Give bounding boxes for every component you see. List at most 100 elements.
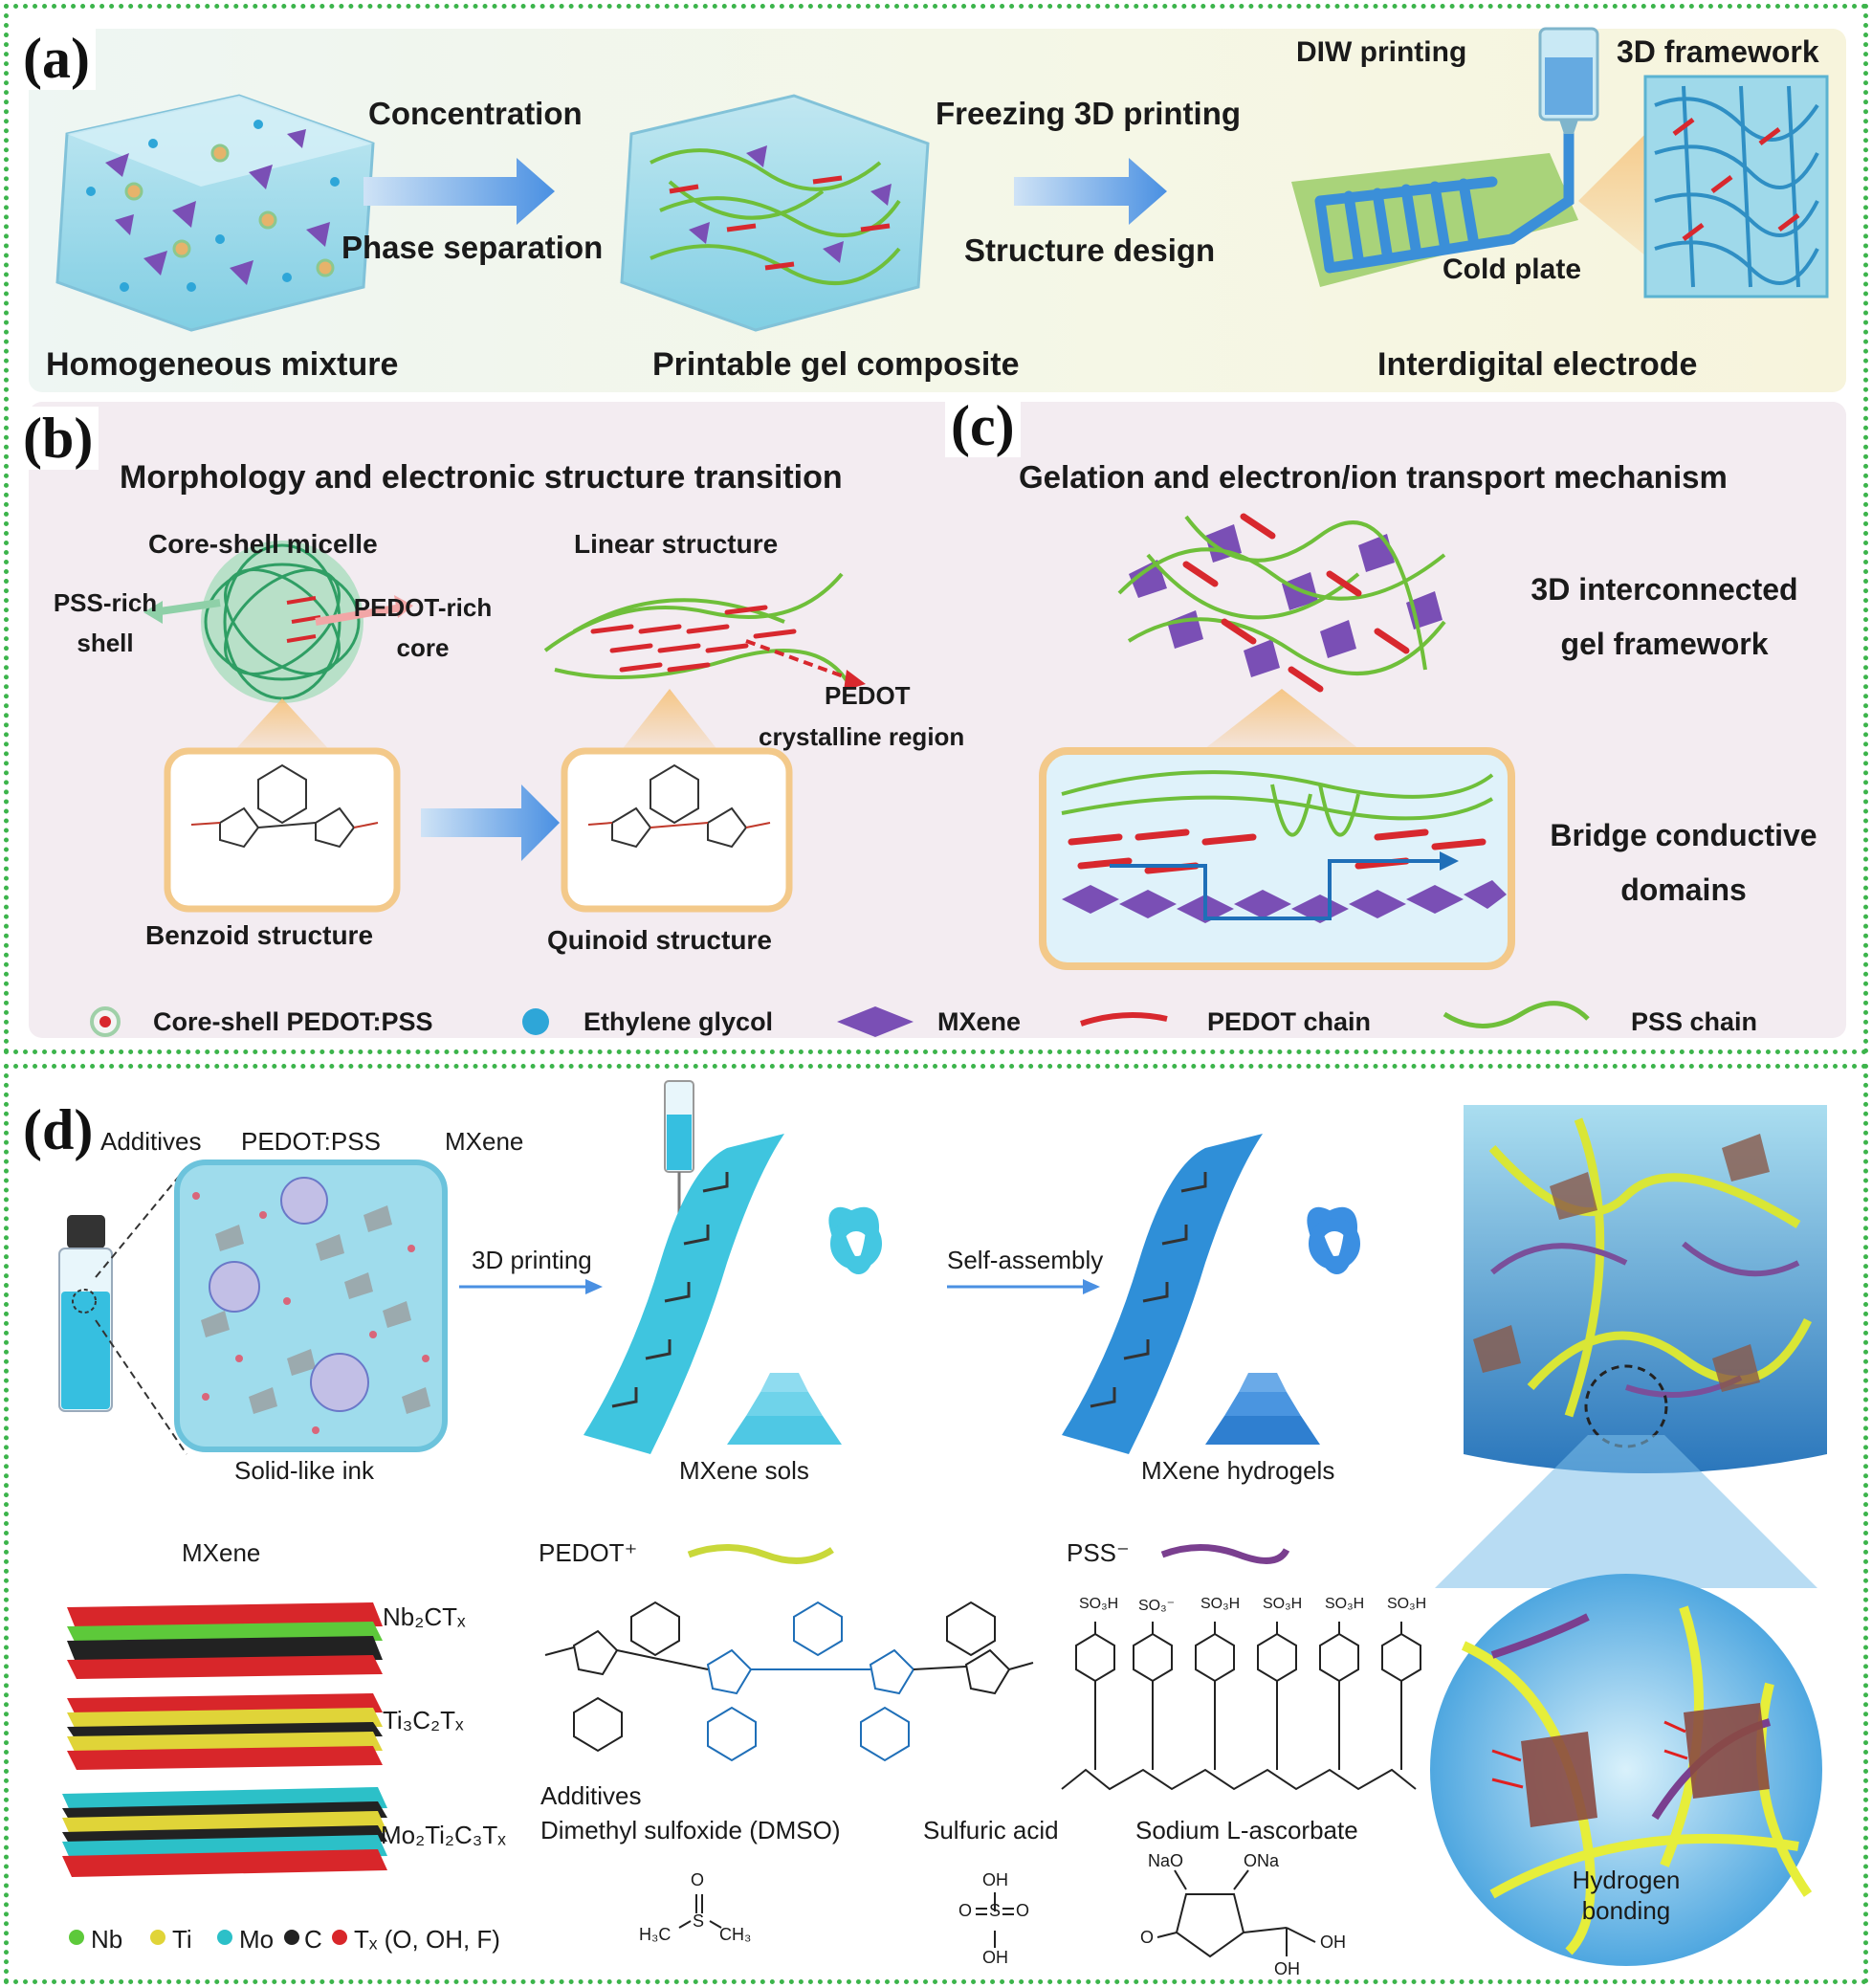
benzoid-structure-box [164, 747, 401, 913]
bridge-domains-graphic [1061, 770, 1507, 923]
sulfuric-s: S [989, 1901, 1002, 1920]
element-nb: Nb [91, 1925, 123, 1954]
panel-d-frame [4, 1064, 1868, 1984]
label-pedot-plus: PEDOT⁺ [539, 1538, 638, 1567]
label-bonding: bonding [1581, 1896, 1671, 1925]
arrow-concentration [363, 158, 555, 225]
3d-framework-block [1643, 75, 1829, 298]
pss-so3h-2: SO₃H [1200, 1596, 1241, 1612]
hydrogen-bonding-lens [1430, 1574, 1822, 1966]
pss-so3h-4: SO₃H [1325, 1596, 1365, 1612]
label-sodium-ascorbate: Sodium L-ascorbate [1135, 1816, 1358, 1844]
label-additives-section: Additives [540, 1781, 642, 1810]
interdigital-electrode [1291, 27, 1599, 287]
dmso-s: S [693, 1911, 705, 1931]
label-cold-plate: Cold plate [1443, 254, 1582, 285]
legend-pedot-chain: PEDOT chain [1207, 1007, 1372, 1036]
label-dmso: Dimethyl sulfoxide (DMSO) [540, 1816, 841, 1844]
linear-structure-graphic [543, 572, 866, 691]
arrow-benzoid-to-quinoid [421, 784, 560, 861]
hydrogel-block [1464, 1105, 1827, 1473]
pedot-plus-swatch [687, 1544, 834, 1564]
label-core: core [396, 633, 450, 662]
label-pss-rich: PSS-rich [53, 588, 158, 617]
legend-ethylene-glycol: Ethylene glycol [584, 1007, 774, 1036]
panel-b-title: Morphology and electronic structure tran… [120, 459, 843, 496]
label-gel-framework: gel framework [1560, 627, 1769, 661]
sulfuric-o-left: O [958, 1901, 973, 1920]
element-c: C [304, 1925, 322, 1954]
label-linear-structure: Linear structure [574, 529, 779, 559]
label-quinoid-structure: Quinoid structure [547, 925, 772, 955]
caption-interdigital-electrode: Interdigital electrode [1377, 346, 1698, 383]
label-3d-printing: 3D printing [472, 1246, 592, 1274]
sulfuric-oh-top: OH [982, 1870, 1008, 1889]
label-phase-separation: Phase separation [341, 230, 604, 265]
label-pedot-pss: PEDOT:PSS [241, 1127, 381, 1156]
label-3d-framework: 3D framework [1617, 34, 1819, 69]
pss-so3h-3: SO₃H [1263, 1596, 1303, 1612]
quinoid-molecule [587, 763, 771, 849]
caption-mxene-sols: MXene sols [679, 1456, 809, 1485]
solid-like-ink-cube [174, 1160, 448, 1452]
label-hydrogen: Hydrogen [1572, 1866, 1681, 1894]
label-structure-design: Structure design [964, 232, 1216, 268]
dmso-h3c: H₃C [639, 1925, 672, 1944]
label-bridge-conductive: Bridge conductive [1550, 818, 1817, 852]
benzoid-molecule [190, 763, 379, 849]
label-domains: domains [1620, 873, 1747, 907]
label-pss-minus: PSS⁻ [1067, 1538, 1130, 1567]
legend-core-shell: Core-shell PEDOT:PSS [153, 1007, 433, 1036]
panel-d-letter: (d) [17, 1098, 99, 1161]
label-3d-interconnected: 3D interconnected [1531, 572, 1798, 607]
label-sulfuric-acid: Sulfuric acid [923, 1816, 1059, 1844]
gel-network-graphic [1117, 513, 1446, 693]
homogeneous-mixture-box [55, 94, 375, 332]
label-mxene-section: MXene [182, 1538, 261, 1567]
element-mo: Mo [239, 1925, 275, 1954]
label-diw-printing: DIW printing [1296, 36, 1467, 68]
label-pedot-crystalline-1: PEDOT [825, 681, 911, 710]
mxene-sols-ribbon [584, 1134, 882, 1454]
panel-c-letter: (c) [945, 394, 1021, 457]
element-ti: Ti [172, 1925, 192, 1954]
mxene-layer-ti3c2tx [67, 1693, 383, 1770]
pss-so3h-1: SO₃H [1079, 1596, 1119, 1612]
label-mo2ti2c3tx: Mo₂Ti₂C₃Tₓ [381, 1821, 506, 1849]
panel-b-letter: (b) [17, 407, 99, 470]
label-self-assembly: Self-assembly [947, 1246, 1104, 1274]
small-molecule-bonds [678, 1869, 1316, 1958]
arrow-freezing-printing [1014, 158, 1167, 225]
dmso-o: O [691, 1870, 705, 1889]
label-pedot-rich: PEDOT-rich [353, 593, 493, 622]
legend-pss-chain: PSS chain [1631, 1007, 1758, 1036]
panel-c-title: Gelation and electron/ion transport mech… [1019, 459, 1728, 495]
vial-graphic [58, 1215, 113, 1412]
label-ti3c2tx: Ti₃C₂Tₓ [383, 1706, 464, 1734]
pss-molecule [1061, 1622, 1421, 1791]
element-legend-dots [69, 1930, 347, 1945]
label-additives: Additives [100, 1127, 202, 1156]
label-freezing-3d-printing: Freezing 3D printing [936, 96, 1242, 131]
pedot-molecule [544, 1601, 1034, 1762]
label-mxene-top: MXene [445, 1127, 524, 1156]
legend-icons [90, 1001, 1590, 1037]
ascorbate-ona: ONa [1244, 1851, 1280, 1870]
label-concentration: Concentration [368, 96, 583, 131]
ascorbate-oh-2: OH [1274, 1959, 1300, 1978]
label-pedot-crystalline-2: crystalline region [759, 722, 965, 751]
ascorbate-nao: NaO [1148, 1851, 1184, 1870]
mxene-layer-mo2ti2c3tx [62, 1787, 387, 1877]
label-shell: shell [77, 629, 134, 657]
label-nb2ctx: Nb₂CTₓ [383, 1602, 466, 1631]
ascorbate-o: O [1140, 1928, 1155, 1947]
mxene-layer-nb2ctx [67, 1602, 383, 1679]
caption-homogeneous-mixture: Homogeneous mixture [46, 346, 399, 383]
ascorbate-oh-1: OH [1320, 1933, 1346, 1952]
mxene-hydrogels-ribbon [1062, 1134, 1360, 1454]
element-tx: Tₓ (O, OH, F) [354, 1925, 500, 1954]
pss-so3-minus: SO₃⁻ [1138, 1598, 1176, 1614]
caption-mxene-hydrogels: MXene hydrogels [1141, 1456, 1335, 1485]
label-benzoid-structure: Benzoid structure [145, 920, 374, 950]
